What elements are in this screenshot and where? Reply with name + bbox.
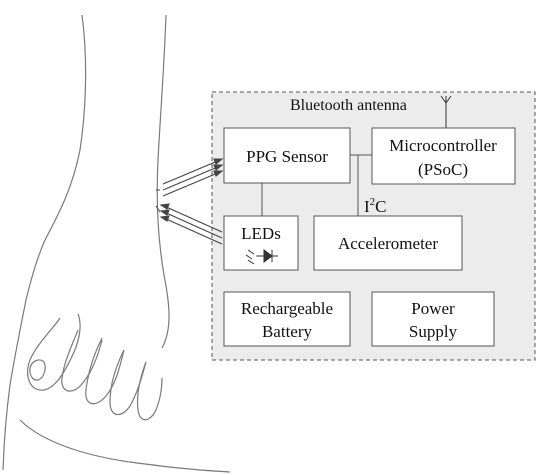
antenna-icon bbox=[440, 95, 452, 128]
toe-fourth bbox=[109, 349, 147, 416]
toe-big bbox=[27, 313, 81, 391]
power-supply-sublabel: Supply bbox=[409, 322, 458, 341]
battery-sublabel: Battery bbox=[262, 322, 313, 341]
i2c-label-main: I bbox=[364, 197, 370, 216]
leg-back-outline bbox=[2, 14, 87, 471]
ppg-sensor-label: PPG Sensor bbox=[246, 147, 328, 166]
i2c-label: I2C bbox=[364, 196, 387, 216]
toe-fifth bbox=[136, 361, 163, 421]
sensor-contact-marks bbox=[155, 189, 161, 213]
light-arrows-to-ppg bbox=[162, 158, 224, 197]
microcontroller-block: Microcontroller (PSoC) bbox=[371, 127, 516, 185]
accelerometer-label: Accelerometer bbox=[338, 234, 438, 253]
microcontroller-sublabel: (PSoC) bbox=[418, 160, 468, 179]
leds-block: LEDs bbox=[223, 215, 299, 271]
i2c-label-superscript: 2 bbox=[370, 196, 376, 208]
light-arrows-from-leds bbox=[159, 203, 223, 245]
antenna-label: Bluetooth antenna bbox=[290, 97, 407, 114]
toe-second bbox=[61, 329, 103, 392]
i2c-label-tail: C bbox=[375, 197, 386, 216]
leg-front-outline bbox=[156, 14, 170, 349]
led-diode-icon bbox=[245, 249, 278, 265]
foot-illustration bbox=[2, 14, 231, 473]
sole-line bbox=[19, 419, 231, 473]
ppg-sensor-block: PPG Sensor bbox=[223, 127, 351, 184]
accelerometer-block: Accelerometer bbox=[313, 215, 463, 271]
power-supply-label: Power bbox=[411, 299, 455, 318]
contact-mark bbox=[155, 205, 161, 213]
toe-third bbox=[85, 337, 125, 405]
toenail-big bbox=[29, 359, 46, 381]
battery-block: Rechargeable Battery bbox=[223, 291, 351, 347]
power-supply-block: Power Supply bbox=[371, 291, 495, 347]
connections bbox=[261, 154, 372, 216]
leds-label: LEDs bbox=[241, 224, 281, 243]
svg-text:I2C: I2C bbox=[364, 196, 387, 216]
battery-label: Rechargeable bbox=[241, 299, 333, 318]
microcontroller-label: Microcontroller bbox=[389, 136, 497, 155]
